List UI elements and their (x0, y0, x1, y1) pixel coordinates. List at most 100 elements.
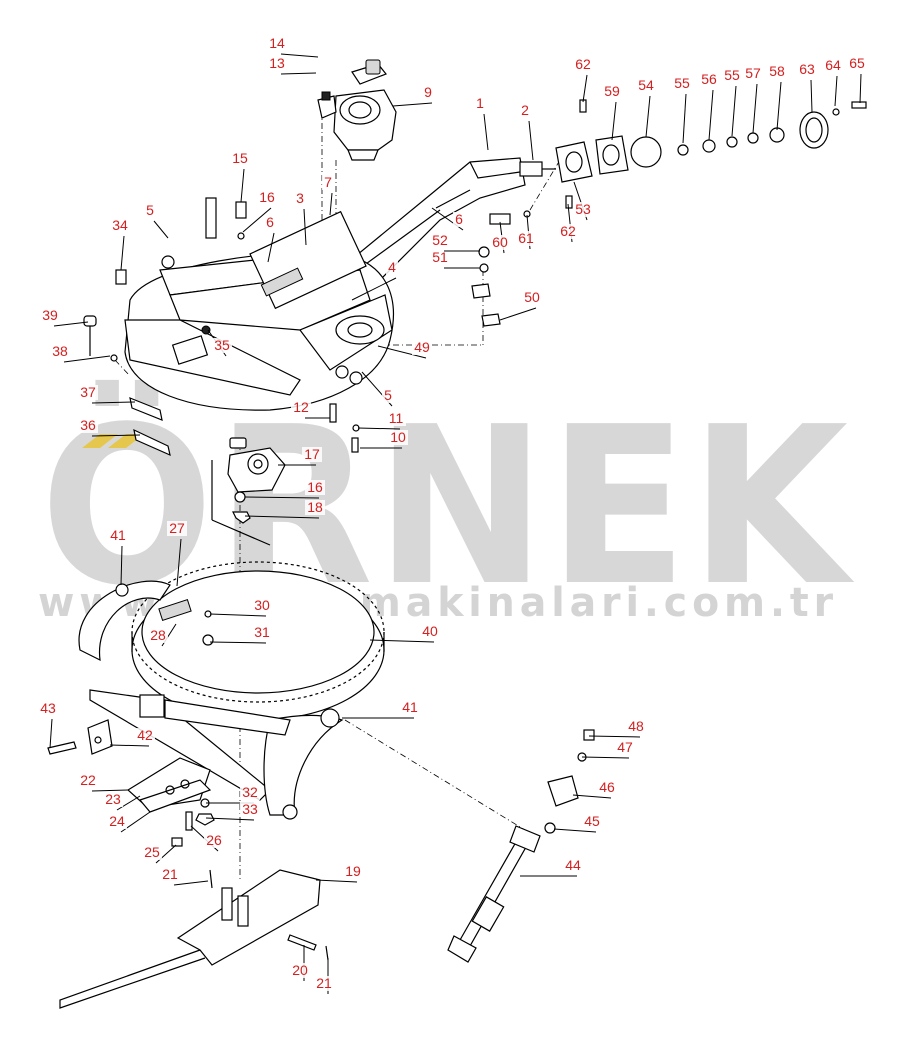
callout-label: 23 (105, 791, 121, 807)
callout-45: 45 (553, 813, 602, 833)
leader-line (120, 545, 123, 586)
leader-line (240, 168, 245, 203)
callout-halo (626, 719, 646, 734)
callout-halo (636, 78, 656, 93)
callout-halo (50, 344, 70, 359)
accent-chevron (82, 434, 118, 448)
callout-halo (602, 84, 622, 99)
callout-halo (386, 411, 406, 426)
leader-line (581, 756, 630, 759)
callout-label: 65 (849, 55, 865, 71)
leader-line (553, 828, 597, 833)
callout-label: 63 (799, 61, 815, 77)
callout-56: 56 (699, 71, 719, 141)
leader-line (91, 434, 141, 437)
callout-label: 17 (304, 446, 320, 462)
callout-halo (314, 976, 334, 991)
callout-label: 59 (604, 83, 620, 99)
callout-40: 40 (369, 623, 440, 643)
callout-5: 5 (361, 371, 394, 407)
callout-halo (453, 212, 465, 227)
leader-line (588, 735, 641, 738)
leader-line (173, 880, 209, 886)
callout-44: 44 (520, 857, 583, 877)
leader-line (315, 879, 358, 883)
callout-10: 10 (360, 429, 408, 449)
callout-halo (204, 833, 224, 848)
callout-21: 21 (160, 866, 209, 886)
leader-line (116, 795, 141, 811)
callout-5: 5 (144, 202, 169, 239)
callout-halo (558, 224, 578, 239)
callout-label: 46 (599, 779, 615, 795)
leader-line (153, 220, 169, 239)
callout-label: 64 (825, 57, 841, 73)
callout-label: 36 (80, 417, 96, 433)
callout-21: 21 (314, 958, 334, 994)
callout-label: 5 (146, 202, 154, 218)
leader-line (483, 113, 489, 151)
chassis-frame (78, 580, 344, 820)
callout-halo (474, 96, 486, 111)
callout-label: 57 (745, 65, 761, 81)
callout-halo (291, 400, 311, 415)
callout-52: 52 (430, 232, 480, 252)
leader-line (205, 817, 255, 821)
callout-20: 20 (290, 945, 310, 981)
callout-halo (252, 598, 272, 613)
callout-label: 22 (80, 772, 96, 788)
callout-halo (597, 780, 617, 795)
callout-11: 11 (357, 410, 406, 430)
callout-15: 15 (230, 150, 250, 203)
callout-halo (516, 231, 536, 246)
callout-label: 40 (422, 623, 438, 639)
callout-55: 55 (722, 67, 742, 137)
callout-label: 1 (476, 95, 484, 111)
callout-label: 35 (214, 337, 230, 353)
callout-halo (78, 418, 98, 433)
callout-halo (743, 66, 763, 81)
callout-37: 37 (78, 384, 136, 404)
leader-line (392, 102, 433, 107)
callout-label: 18 (307, 499, 323, 515)
callout-label: 33 (242, 801, 258, 817)
callout-halo (78, 385, 98, 400)
callout-label: 51 (432, 249, 448, 265)
callout-63: 63 (797, 61, 817, 113)
callout-24: 24 (107, 811, 151, 833)
callout-halo (110, 218, 130, 233)
callout-label: 12 (293, 399, 309, 415)
callout-halo (252, 625, 272, 640)
leader-line (834, 75, 838, 107)
callout-halo (722, 68, 742, 83)
callout-halo (107, 814, 127, 829)
callout-49: 49 (377, 339, 432, 359)
callout-halo (522, 290, 542, 305)
callout-label: 62 (575, 56, 591, 72)
leader-line (267, 232, 275, 263)
leader-line (209, 641, 267, 644)
leader-line (810, 79, 813, 113)
callout-label: 2 (521, 102, 529, 118)
callout-28: 28 (148, 623, 177, 647)
callout-halo (430, 233, 450, 248)
callout-halo (672, 76, 692, 91)
callout-label: 16 (307, 479, 323, 495)
callout-halo (212, 338, 232, 353)
leader-line (329, 192, 333, 216)
callout-17: 17 (278, 446, 322, 466)
callout-label: 7 (324, 174, 332, 190)
callout-26: 26 (190, 825, 224, 852)
callout-label: 27 (169, 520, 185, 536)
callout-halo (302, 447, 322, 462)
leader-line (53, 321, 89, 327)
clamp-plates (127, 757, 215, 847)
callout-19: 19 (315, 863, 363, 883)
callout-halo (103, 792, 123, 807)
leader-line (645, 95, 651, 138)
callout-halo (490, 235, 510, 250)
callout-halo (305, 480, 325, 495)
callout-62: 62 (573, 56, 593, 103)
